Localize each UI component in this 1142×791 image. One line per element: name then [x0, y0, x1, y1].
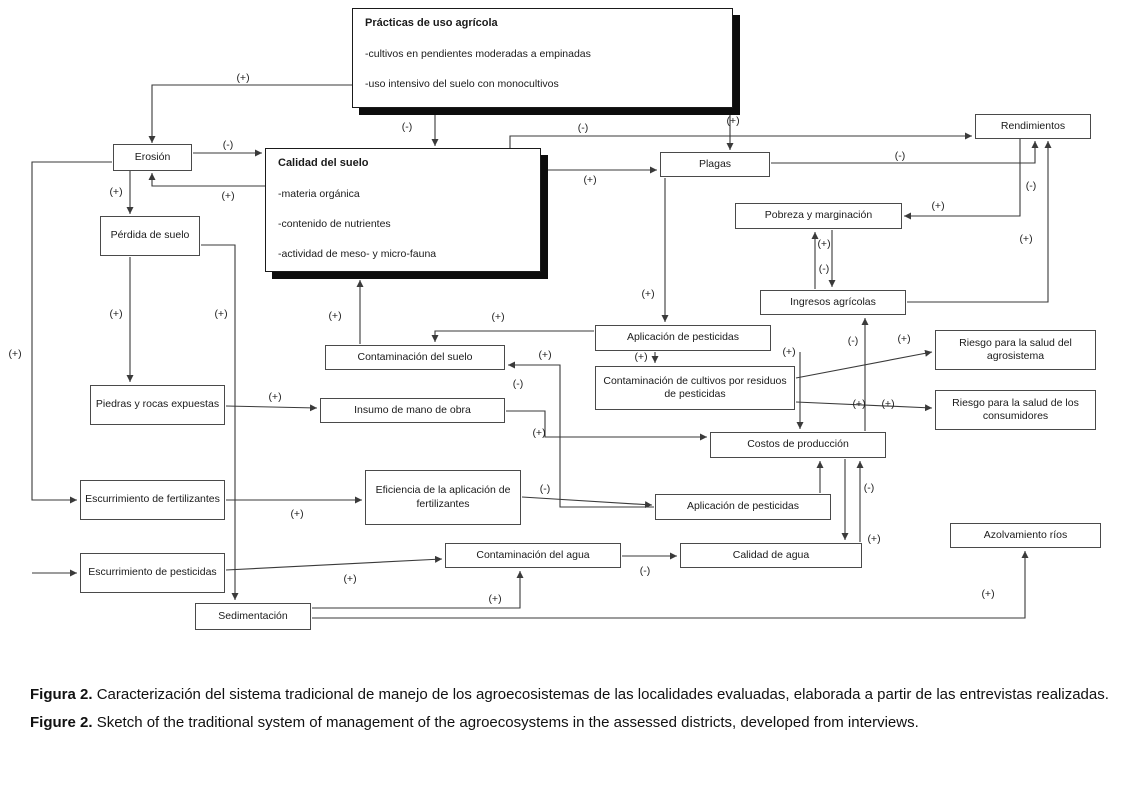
edge-contaminacion-cultivos-to-riesgo-consumidores: [795, 401, 933, 412]
figure-caption: Figura 2. Caracterización del sistema tr…: [30, 684, 1114, 734]
diagram-canvas: Prácticas de uso agrícola-cultivos en pe…: [8, 8, 1101, 630]
edges-layer: [31, 84, 1052, 619]
edge-aplicacion-pesticidas-2-to-contaminacion-suelo: [508, 361, 654, 508]
edge-sedimentacion-to-contaminacion-agua: [312, 571, 524, 609]
edge-insumo-mano-obra-to-costos-produccion: [506, 410, 707, 441]
edge-sedimentacion-to-azolvamiento-rios: [312, 551, 1029, 619]
edge-ingresos-to-rendimientos: [907, 141, 1052, 303]
caption-spanish-text: Caracterización del sistema tradicional …: [96, 686, 1109, 703]
edge-piedras-rocas-to-insumo-mano-obra: [225, 404, 318, 412]
caption-spanish-label: Figura 2.: [30, 686, 93, 703]
edge-calidad-suelo-to-erosion: [148, 173, 265, 187]
caption-english-text: Sketch of the traditional system of mana…: [96, 713, 919, 731]
edge-plagas-to-rendimientos: [771, 141, 1039, 164]
caption-spanish: Figura 2. Caracterización del sistema tr…: [30, 684, 1114, 706]
edge-practicas-to-erosion: [148, 84, 352, 143]
edge-contaminacion-cultivos-to-riesgo-agrosistema: [795, 349, 933, 379]
edge-perdida-suelo-to-sedimentacion: [201, 244, 239, 600]
caption-english-label: Figure 2.: [30, 713, 93, 731]
caption-english: Figure 2. Sketch of the traditional syst…: [30, 712, 1114, 734]
edge-calidad-suelo-to-rendimientos: [509, 132, 972, 148]
edge-escurrimiento-pesticidas-to-contaminacion-agua: [225, 555, 443, 571]
edge-erosion-to-escurrimiento-fertilizantes: [31, 161, 112, 504]
edge-rendimientos-to-pobreza: [904, 139, 1021, 220]
edge-eficiencia-fertilizantes-to-aplicacion-pesticidas-2: [521, 496, 653, 509]
edge-aplicacion-pesticidas-1-to-contaminacion-suelo: [431, 330, 594, 342]
